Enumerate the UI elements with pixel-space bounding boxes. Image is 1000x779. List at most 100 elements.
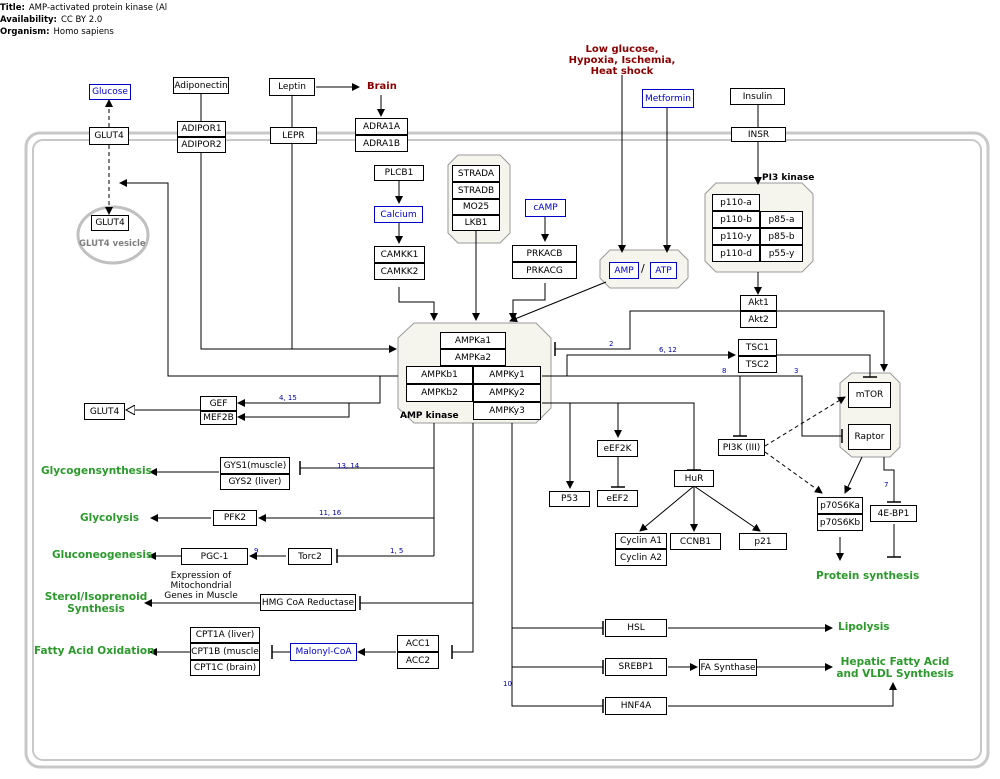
ref-13-14: 13, 14 — [337, 462, 360, 470]
node-glucose[interactable]: Glucose — [89, 84, 131, 100]
label-glut4-vesicle: GLUT4 vesicle — [79, 239, 146, 249]
node-lepr[interactable]: LEPR — [270, 127, 317, 144]
node-cpt1b[interactable]: CPT1B (muscle — [190, 643, 260, 660]
meta-organism: Organism:Homo sapiens — [0, 27, 114, 37]
node-p70s6kb[interactable]: p70S6Kb — [817, 514, 863, 531]
node-p53[interactable]: P53 — [549, 491, 590, 507]
ref-11-16: 11, 16 — [319, 509, 342, 517]
node-p85b[interactable]: p85-b — [760, 228, 803, 245]
node-mef2b[interactable]: MEF2B — [200, 411, 237, 425]
node-adipor1[interactable]: ADIPOR1 — [177, 121, 226, 137]
label-gluconeogenesis: Gluconeogenesis — [52, 549, 153, 561]
node-eef2[interactable]: eEF2 — [597, 490, 638, 507]
node-ampky2[interactable]: AMPKy2 — [473, 384, 541, 402]
ref-1-5: 1, 5 — [390, 547, 404, 555]
node-camp[interactable]: cAMP — [525, 199, 566, 217]
node-mtor[interactable]: mTOR — [848, 382, 891, 408]
node-insr[interactable]: INSR — [731, 127, 786, 142]
node-mo25[interactable]: MO25 — [452, 199, 500, 215]
node-hmg-coa-reductase[interactable]: HMG CoA Reductase — [260, 594, 356, 611]
node-tsc2[interactable]: TSC2 — [738, 356, 777, 373]
label-amp-kinase: AMP kinase — [400, 411, 459, 421]
node-hur[interactable]: HuR — [674, 470, 714, 487]
node-hsl[interactable]: HSL — [605, 619, 667, 637]
node-pi3k-iii[interactable]: PI3K (III) — [718, 439, 765, 456]
label-mito-gene-expression: Expression of Mitochondrial Genes in Mus… — [164, 571, 238, 601]
node-gef[interactable]: GEF — [200, 396, 237, 411]
node-srebp1[interactable]: SREBP1 — [605, 658, 667, 676]
node-leptin[interactable]: Leptin — [269, 78, 315, 96]
node-p110a[interactable]: p110-a — [712, 194, 760, 211]
node-pfk2[interactable]: PFK2 — [213, 510, 257, 526]
node-amp[interactable]: AMP — [609, 262, 639, 279]
node-prkacg[interactable]: PRKACG — [512, 262, 577, 279]
node-plcb1[interactable]: PLCB1 — [374, 165, 424, 181]
node-akt1[interactable]: Akt1 — [740, 295, 777, 311]
node-gys2[interactable]: GYS2 (liver) — [220, 474, 290, 490]
node-adra1a[interactable]: ADRA1A — [355, 118, 408, 135]
node-gys1[interactable]: GYS1(muscle) — [220, 457, 290, 474]
node-ampkb2[interactable]: AMPKb2 — [406, 384, 473, 402]
node-cpt1c[interactable]: CPT1C (brain) — [190, 660, 260, 676]
node-torc2[interactable]: Torc2 — [288, 548, 332, 565]
node-glut4-output[interactable]: GLUT4 — [84, 403, 125, 420]
node-atp[interactable]: ATP — [650, 262, 677, 279]
node-insulin[interactable]: Insulin — [730, 88, 785, 105]
ref-9: 9 — [254, 547, 259, 555]
node-glut4-membrane[interactable]: GLUT4 — [89, 127, 129, 145]
label-hepatic-fatty-acid-synthesis: Hepatic Fatty Acid and VLDL Synthesis — [836, 656, 954, 680]
node-p70s6ka[interactable]: p70S6Ka — [817, 497, 863, 514]
node-cpt1a[interactable]: CPT1A (liver) — [190, 627, 260, 643]
node-adipor2[interactable]: ADIPOR2 — [177, 137, 226, 153]
node-camkk1[interactable]: CAMKK1 — [374, 246, 425, 263]
ref-10: 10 — [503, 680, 512, 688]
node-raptor[interactable]: Raptor — [848, 424, 891, 450]
label-glycolysis: Glycolysis — [80, 512, 140, 524]
meta-title: Title:AMP-activated protein kinase (Al — [0, 3, 168, 13]
node-ampky1[interactable]: AMPKy1 — [473, 366, 541, 384]
node-p110b[interactable]: p110-b — [712, 211, 760, 228]
node-ccnb1[interactable]: CCNB1 — [670, 533, 721, 550]
node-p55y[interactable]: p55-y — [760, 245, 803, 262]
node-ampka1[interactable]: AMPKa1 — [440, 332, 506, 349]
node-eef2k[interactable]: eEF2K — [597, 440, 638, 457]
node-lkb1[interactable]: LKB1 — [452, 215, 500, 231]
label-lipolysis: Lipolysis — [838, 621, 890, 633]
node-cyclin-a2[interactable]: Cyclin A2 — [615, 549, 667, 566]
node-adra1b[interactable]: ADRA1B — [355, 135, 408, 152]
node-akt2[interactable]: Akt2 — [740, 311, 777, 328]
label-brain: Brain — [367, 81, 397, 92]
label-fatty-acid-oxidation: Fatty Acid Oxidation — [34, 645, 155, 657]
label-stress-stimuli: Low glucose, Hypoxia, Ischemia, Heat sho… — [568, 44, 676, 77]
node-metformin[interactable]: Metformin — [642, 89, 694, 108]
node-adiponectin[interactable]: Adiponectin — [173, 77, 229, 94]
node-tsc1[interactable]: TSC1 — [738, 339, 777, 356]
node-4ebp1[interactable]: 4E-BP1 — [870, 505, 917, 522]
node-hnf4a[interactable]: HNF4A — [605, 697, 667, 715]
node-p85a[interactable]: p85-a — [760, 211, 803, 228]
node-strada[interactable]: STRADA — [452, 165, 500, 182]
node-p110y[interactable]: p110-y — [712, 228, 760, 245]
node-calcium[interactable]: Calcium — [374, 206, 423, 223]
node-acc2[interactable]: ACC2 — [397, 652, 439, 669]
node-p21[interactable]: p21 — [739, 533, 787, 550]
cell-membrane-outer — [24, 131, 990, 769]
amp-atp-separator: / — [641, 262, 645, 275]
node-ampka2[interactable]: AMPKa2 — [440, 349, 506, 366]
node-glut4-vesicle[interactable]: GLUT4 — [91, 215, 129, 231]
ref-3: 3 — [794, 367, 799, 375]
node-ampkb1[interactable]: AMPKb1 — [406, 366, 473, 384]
label-protein-synthesis: Protein synthesis — [816, 570, 920, 582]
node-prkacb[interactable]: PRKACB — [512, 245, 577, 262]
label-sterol-synthesis: Sterol/Isoprenoid Synthesis — [44, 591, 148, 615]
node-cyclin-a1[interactable]: Cyclin A1 — [615, 533, 667, 549]
node-ampky3[interactable]: AMPKy3 — [473, 402, 541, 420]
node-p110d[interactable]: p110-d — [712, 245, 760, 262]
node-camkk2[interactable]: CAMKK2 — [374, 263, 425, 280]
node-acc1[interactable]: ACC1 — [397, 635, 439, 652]
node-stradb[interactable]: STRADB — [452, 182, 500, 199]
node-pgc1[interactable]: PGC-1 — [181, 548, 248, 565]
meta-availability: Availability:CC BY 2.0 — [0, 15, 103, 25]
node-fa-synthase[interactable]: FA Synthase — [699, 659, 757, 676]
node-malonyl-coa[interactable]: Malonyl-CoA — [290, 643, 357, 661]
